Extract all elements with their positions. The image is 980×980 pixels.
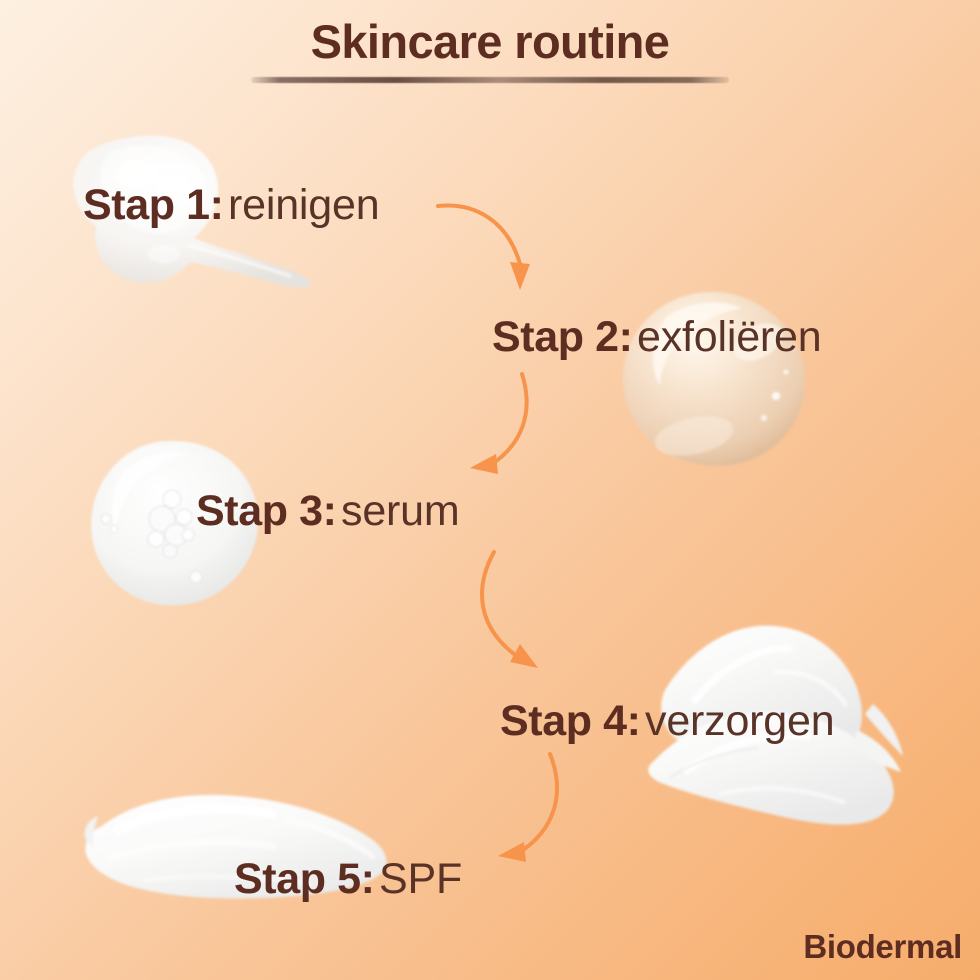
title-block: Skincare routine	[0, 16, 980, 83]
serum-gel-blob-image	[84, 437, 264, 609]
step-1-word: reinigen	[228, 181, 380, 229]
exfoliant-droplet-image	[608, 286, 816, 472]
step-1-number: Stap 1:	[83, 181, 224, 229]
arrow-step4-to-step5	[488, 748, 622, 882]
step-3-word: serum	[341, 487, 460, 535]
arrow-step1-to-step2	[432, 178, 562, 310]
step-2-label: Stap 2: exfoliëren	[492, 313, 822, 361]
arrow-step3-to-step4	[468, 548, 602, 682]
brand-logo: Biodermal	[803, 928, 962, 965]
step-4-number: Stap 4:	[500, 697, 641, 745]
page-title: Skincare routine	[310, 15, 670, 68]
cleanser-swirl-image	[52, 128, 322, 308]
step-4-label: Stap 4: verzorgen	[500, 697, 835, 745]
step-1-label: Stap 1: reinigen	[83, 181, 380, 229]
step-2-number: Stap 2:	[492, 313, 633, 361]
arrow-step2-to-step3	[458, 368, 590, 492]
spf-cream-smear-image	[66, 786, 396, 932]
step-5-label: Stap 5: SPF	[234, 858, 462, 901]
title-underline-rule	[251, 76, 729, 83]
step-5-number: Stap 5:	[234, 855, 375, 903]
moisturizer-cream-smear-image	[625, 612, 925, 840]
step-2-word: exfoliëren	[637, 313, 822, 361]
step-3-label: Stap 3: serum	[196, 487, 460, 535]
step-4-word: verzorgen	[645, 697, 835, 745]
step-5-word: SPF	[379, 855, 463, 903]
step-3-number: Stap 3:	[196, 487, 337, 535]
